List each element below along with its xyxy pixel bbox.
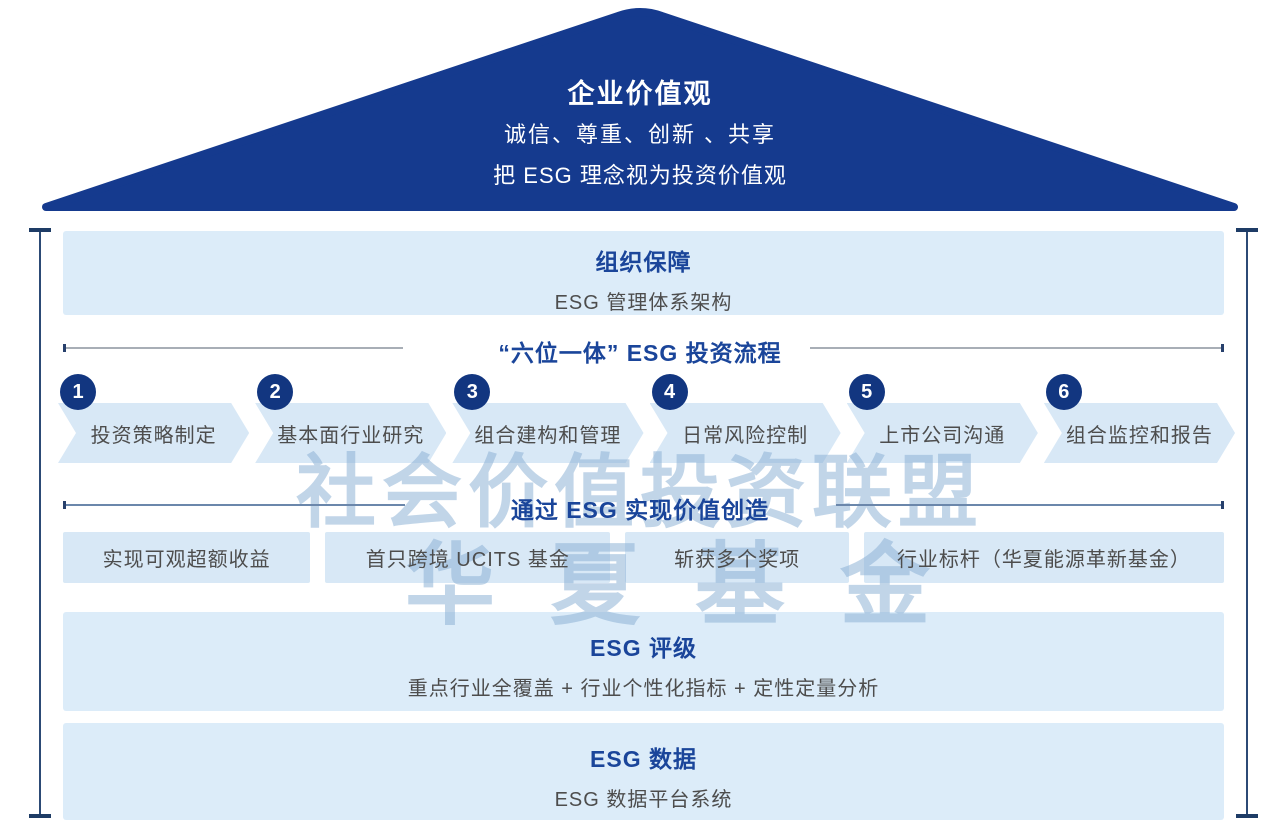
value-box-label: 行业标杆（华夏能源革新基金） [896,549,1191,571]
step-label: 基本面行业研究 [277,424,425,447]
value-box-ucits-fund: 首只跨境 UCITS 基金 [325,532,611,583]
esg-data-subtitle: ESG 数据平台系统 [554,789,733,811]
step-label: 投资策略制定 [90,424,217,447]
left-bracket-line [29,228,51,818]
step-number-badge: 2 [257,374,294,410]
process-step-5: 5 上市公司沟通 [847,374,1038,463]
corporate-values-line2: 把 ESG 理念视为投资价值观 [493,163,787,188]
value-header-rule-left [63,501,405,509]
value-creation-row: 实现可观超额收益 首只跨境 UCITS 基金 斩获多个奖项 行业标杆（华夏能源革… [63,532,1224,583]
step-number-badge: 1 [60,374,96,410]
esg-rating-band: ESG 评级 重点行业全覆盖 + 行业个性化指标 + 定性定量分析 [63,612,1224,711]
process-header-rule-right [810,344,1224,352]
step-label: 组合监控和报告 [1065,424,1213,447]
value-creation-title: 通过 ESG 实现价值创造 [510,497,770,523]
step-label: 上市公司沟通 [879,424,1006,447]
esg-data-band: ESG 数据 ESG 数据平台系统 [63,723,1224,820]
process-step-6: 6 组合监控和报告 [1044,374,1235,463]
step-label: 日常风险控制 [682,424,809,447]
value-box-label: 首只跨境 UCITS 基金 [365,549,570,571]
step-number-badge: 6 [1045,374,1082,410]
process-step-2: 2 基本面行业研究 [255,374,446,463]
value-header-rule-right [836,501,1224,509]
step-number-badge: 4 [651,374,688,410]
process-section-title: “六位一体” ESG 投资流程 [498,340,782,366]
organization-band-subtitle: ESG 管理体系架构 [554,292,733,314]
corporate-values-line1: 诚信、尊重、创新 、共享 [503,122,777,147]
chevron-arrow: 上市公司沟通 [847,403,1038,463]
step-number-badge: 3 [454,374,491,410]
chevron-arrow: 组合监控和报告 [1044,403,1235,463]
chevron-arrow: 投资策略制定 [58,403,249,463]
esg-rating-subtitle: 重点行业全覆盖 + 行业个性化指标 + 定性定量分析 [407,678,880,700]
value-box-label: 斩获多个奖项 [674,549,801,571]
esg-data-title: ESG 数据 [590,746,697,772]
process-step-3: 3 组合建构和管理 [452,374,643,463]
right-bracket-line [1236,228,1258,818]
step-label: 组合建构和管理 [474,424,622,447]
value-box-awards: 斩获多个奖项 [625,532,849,583]
step-number-badge: 5 [848,374,885,410]
organization-band-title: 组织保障 [595,249,692,275]
chevron-arrow: 基本面行业研究 [255,403,446,463]
value-box-label: 实现可观超额收益 [102,549,271,571]
corporate-values-title: 企业价值观 [567,79,713,109]
esg-rating-title: ESG 评级 [590,635,697,661]
process-step-1: 1 投资策略制定 [58,374,249,463]
organization-band: 组织保障 ESG 管理体系架构 [63,231,1224,315]
process-steps-row: 1 投资策略制定 2 基本面行业研究 3 组合建构和管理 4 日常风险控制 5 [58,374,1235,463]
roof-shape [42,8,1238,211]
value-box-excess-return: 实现可观超额收益 [63,532,311,583]
chevron-arrow: 组合建构和管理 [452,403,643,463]
process-step-4: 4 日常风险控制 [650,374,841,463]
value-box-industry-benchmark: 行业标杆（华夏能源革新基金） [863,532,1224,583]
chevron-arrow: 日常风险控制 [650,403,841,463]
process-header-rule-left [63,344,403,352]
